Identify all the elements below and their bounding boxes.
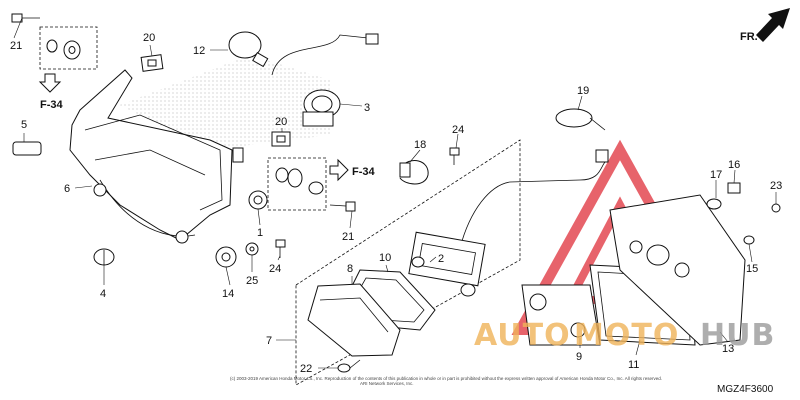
watermark-moto: MOTO xyxy=(574,318,679,353)
front-direction-arrow: FR. xyxy=(740,8,790,43)
watermark-auto: AUTO xyxy=(474,318,571,353)
watermark-hub: HUB xyxy=(700,318,775,353)
washer-15 xyxy=(743,235,755,245)
callout-23[interactable]: 23 xyxy=(770,180,782,192)
callout-5[interactable]: 5 xyxy=(21,119,27,131)
callout-4[interactable]: 4 xyxy=(100,288,106,300)
grommet-set-right xyxy=(275,167,324,195)
callout-15[interactable]: 15 xyxy=(746,263,758,275)
callout-24-upper[interactable]: 24 xyxy=(452,124,464,136)
license-light-wire xyxy=(459,161,606,249)
nut-17 xyxy=(706,198,722,210)
callout-8[interactable]: 8 xyxy=(347,263,353,275)
callouts: 21 20 12 3 5 6 20 19 18 24 16 17 23 14 2… xyxy=(10,32,782,375)
callout-17[interactable]: 17 xyxy=(710,169,722,181)
lens-5 xyxy=(12,141,42,156)
callout-22[interactable]: 22 xyxy=(300,363,312,375)
callout-2[interactable]: 2 xyxy=(438,253,444,265)
reflector-9 xyxy=(521,284,601,346)
washer-25 xyxy=(245,242,259,256)
bolt-24-lower xyxy=(275,239,286,258)
direction-label: FR. xyxy=(740,31,758,43)
callout-18[interactable]: 18 xyxy=(414,139,426,151)
callout-10[interactable]: 10 xyxy=(379,252,391,264)
callout-9[interactable]: 9 xyxy=(576,351,582,363)
wire-connector xyxy=(595,149,609,163)
clip-20-right xyxy=(271,131,291,147)
light-beam-area xyxy=(120,55,330,150)
diagram-code: MGZ4F3600 xyxy=(717,384,774,395)
callout-1[interactable]: 1 xyxy=(257,227,263,239)
callout-16[interactable]: 16 xyxy=(728,159,740,171)
callout-24-lower[interactable]: 24 xyxy=(269,263,281,275)
callout-7[interactable]: 7 xyxy=(266,335,272,347)
down-arrow-top xyxy=(38,73,62,93)
copyright-line-1: (c) 2003-2019 American Honda Motor Co., … xyxy=(230,376,662,381)
grommet-set-top xyxy=(46,39,81,60)
lens-8 xyxy=(307,283,401,357)
right-arrow-f34 xyxy=(329,158,349,182)
clamp-18 xyxy=(399,160,429,185)
grommet-box-top xyxy=(39,26,98,70)
watermark-text: AUTO MOTO HUB xyxy=(474,318,775,353)
callout-11[interactable]: 11 xyxy=(628,359,639,371)
license-light-assembly-box xyxy=(295,139,521,386)
callout-21-top[interactable]: 21 xyxy=(10,40,22,52)
grommet-1 xyxy=(248,190,268,210)
bolt-4 xyxy=(93,248,115,266)
callout-14[interactable]: 14 xyxy=(222,288,234,300)
leader-lines xyxy=(13,17,777,369)
callout-3[interactable]: 3 xyxy=(364,102,370,114)
bolt-21-right xyxy=(329,201,356,212)
bolt-24-upper xyxy=(449,147,460,165)
callout-19[interactable]: 19 xyxy=(577,85,589,97)
grommet-14 xyxy=(215,246,237,268)
callout-13[interactable]: 13 xyxy=(722,343,734,355)
cover-13 xyxy=(609,194,746,346)
nut-16 xyxy=(727,182,741,194)
callout-20-right[interactable]: 20 xyxy=(275,116,287,128)
socket-2 xyxy=(408,231,486,297)
bulb-12 xyxy=(228,31,269,68)
band-19 xyxy=(555,108,606,131)
callout-25[interactable]: 25 xyxy=(246,275,258,287)
callout-12[interactable]: 12 xyxy=(193,45,205,57)
callout-6[interactable]: 6 xyxy=(64,183,70,195)
callout-21-right[interactable]: 21 xyxy=(342,231,354,243)
callout-20-top[interactable]: 20 xyxy=(143,32,155,44)
screw-23 xyxy=(771,203,781,213)
ref-label-f34-left[interactable]: F-34 xyxy=(40,99,64,111)
ref-label-f34-right[interactable]: F-34 xyxy=(352,166,376,178)
socket-3 xyxy=(271,33,379,127)
bolt-21-top xyxy=(11,13,40,23)
clip-20-top xyxy=(140,54,164,72)
screw-22 xyxy=(337,359,361,373)
copyright-line-2: ARI Network Services, Inc. xyxy=(360,381,414,386)
tail-light-housing-6 xyxy=(69,69,244,244)
